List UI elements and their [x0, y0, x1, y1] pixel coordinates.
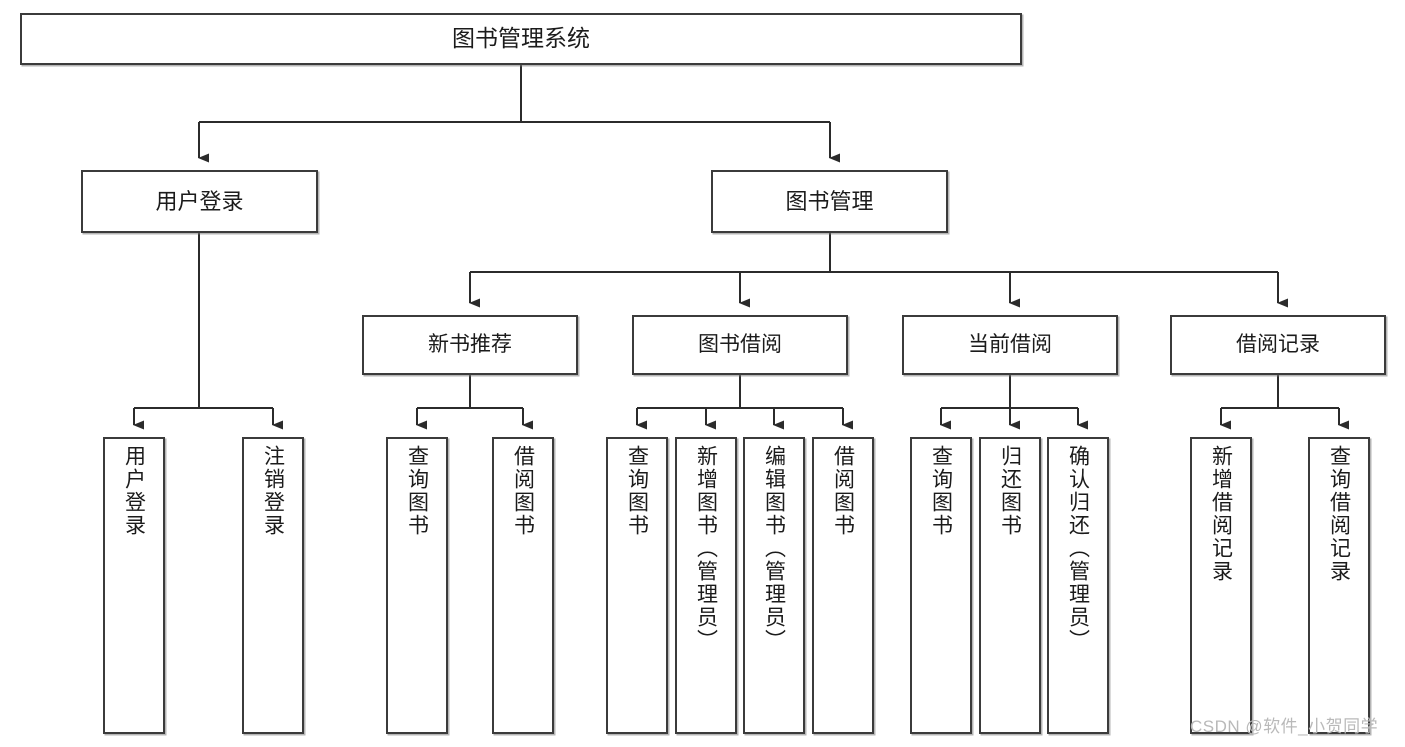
leaf-current-borrow-3[interactable]: 确认归还（管理员） — [1047, 437, 1109, 734]
node-new-book-recommend-label: 新书推荐 — [428, 332, 512, 356]
leaf-current-borrow-2-label: 归还图书 — [998, 445, 1022, 537]
leaf-current-borrow-1-label: 查询图书 — [929, 445, 953, 537]
node-root-system[interactable]: 图书管理系统 — [20, 13, 1022, 65]
leaf-new-book-1[interactable]: 查询图书 — [386, 437, 448, 734]
leaf-new-book-2-label: 借阅图书 — [511, 445, 535, 537]
leaf-user-login-1[interactable]: 用户登录 — [103, 437, 165, 734]
leaf-user-login-1-label: 用户登录 — [122, 445, 146, 537]
csdn-watermark: CSDN @软件_小贺同学 — [1190, 717, 1379, 736]
leaf-book-borrow-3[interactable]: 编辑图书（管理员） — [743, 437, 805, 734]
node-new-book-recommend[interactable]: 新书推荐 — [362, 315, 578, 375]
leaf-book-borrow-4-label: 借阅图书 — [831, 445, 855, 537]
leaf-current-borrow-2[interactable]: 归还图书 — [979, 437, 1041, 734]
leaf-borrow-record-2-label: 查询借阅记录 — [1327, 445, 1351, 583]
node-book-management-label: 图书管理 — [785, 188, 874, 214]
leaf-new-book-2[interactable]: 借阅图书 — [492, 437, 554, 734]
leaf-book-borrow-1-label: 查询图书 — [625, 445, 649, 537]
node-borrow-record-label: 借阅记录 — [1236, 332, 1320, 356]
node-book-borrow[interactable]: 图书借阅 — [632, 315, 848, 375]
node-borrow-record[interactable]: 借阅记录 — [1170, 315, 1386, 375]
node-user-login-label: 用户登录 — [155, 188, 244, 214]
leaf-book-borrow-3-label: 编辑图书（管理员） — [762, 445, 786, 652]
node-book-borrow-label: 图书借阅 — [698, 332, 782, 356]
leaf-book-borrow-2-label: 新增图书（管理员） — [694, 445, 718, 652]
node-book-management[interactable]: 图书管理 — [711, 170, 948, 233]
leaf-book-borrow-4[interactable]: 借阅图书 — [812, 437, 874, 734]
node-current-borrow[interactable]: 当前借阅 — [902, 315, 1118, 375]
leaf-borrow-record-2[interactable]: 查询借阅记录 — [1308, 437, 1370, 734]
node-user-login[interactable]: 用户登录 — [81, 170, 318, 233]
leaf-borrow-record-1[interactable]: 新增借阅记录 — [1190, 437, 1252, 734]
leaf-current-borrow-1[interactable]: 查询图书 — [910, 437, 972, 734]
node-root-label: 图书管理系统 — [452, 25, 590, 52]
leaf-new-book-1-label: 查询图书 — [405, 445, 429, 537]
leaf-borrow-record-1-label: 新增借阅记录 — [1209, 445, 1233, 583]
node-current-borrow-label: 当前借阅 — [968, 332, 1052, 356]
leaf-user-login-2-label: 注销登录 — [261, 445, 285, 537]
leaf-user-login-2[interactable]: 注销登录 — [242, 437, 304, 734]
leaf-current-borrow-3-label: 确认归还（管理员） — [1066, 445, 1090, 652]
leaf-book-borrow-1[interactable]: 查询图书 — [606, 437, 668, 734]
leaf-book-borrow-2[interactable]: 新增图书（管理员） — [675, 437, 737, 734]
